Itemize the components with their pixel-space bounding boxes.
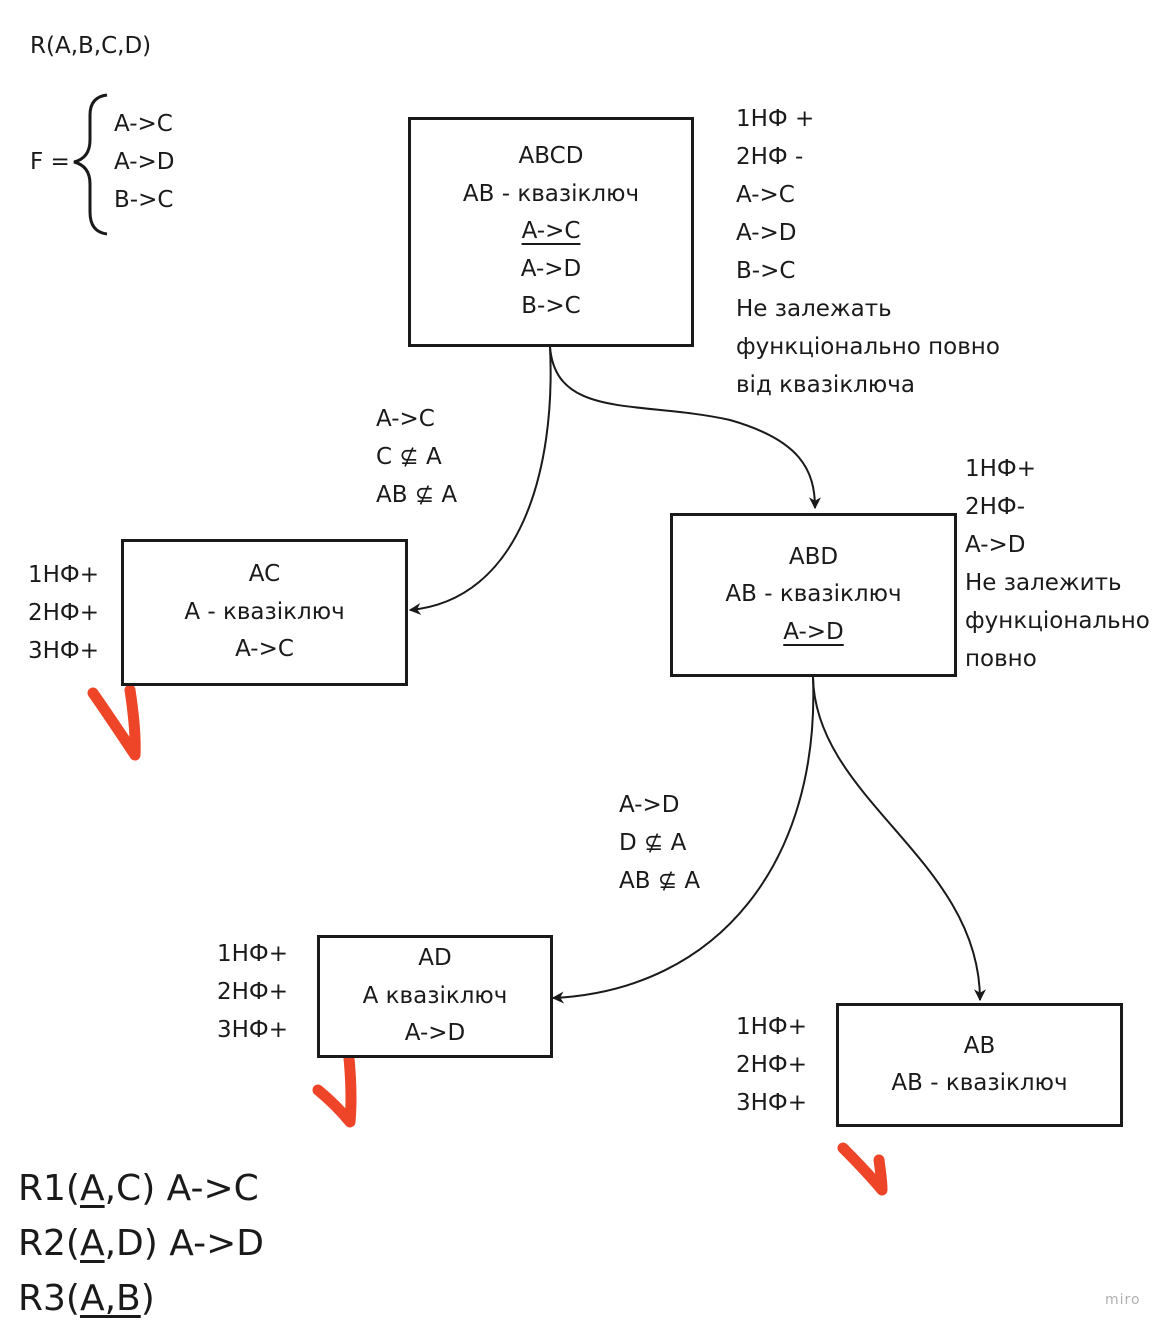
ab-normal-forms: 1НФ+ 2НФ+ 3НФ+ [736,1008,807,1122]
box-ac: AC A - квазіключ A->C [121,539,408,686]
result-key: A [79,1168,105,1209]
note-line: A->D [736,220,797,246]
check-icon [87,684,141,761]
box-title: AC [248,561,281,588]
check-icon [837,1142,888,1196]
note-line: C ⊈ A [376,444,442,470]
note-line: 1НФ+ [28,562,99,588]
ad-normal-forms: 1НФ+ 2НФ+ 3НФ+ [217,935,288,1049]
note-line: 3НФ+ [217,1017,288,1043]
result-suffix: ,D) A->D [104,1223,264,1264]
result-key: A,B [79,1278,141,1319]
note-line: Не залежать [736,296,892,322]
box-abd: ABD AB - квазіключ A->D [670,513,957,677]
box-dependency: A->D [520,255,582,282]
note-line: 1НФ+ [736,1014,807,1040]
arrow-abd-to-ab [812,676,986,1002]
f-label: F = [30,149,70,175]
note-line: 1НФ+ [965,456,1036,482]
result-prefix: R2( [18,1223,80,1264]
note-line: A->D [965,532,1026,558]
check-icon [312,1052,357,1128]
box-key: A квазіключ [362,982,508,1009]
note-line: 3НФ+ [28,638,99,664]
box-key: AB - квазіключ [462,180,640,207]
box-dependency: A->D [404,1020,466,1047]
note-line: 2НФ+ [736,1052,807,1078]
brace-icon [73,93,108,236]
note-line: 2НФ - [736,144,804,170]
note-line: 2НФ+ [217,979,288,1005]
result-prefix: R1( [18,1168,80,1209]
box-dependency: A->D [783,618,844,645]
box-key: AB - квазіключ [725,581,902,608]
result-r3: R3(A,B) [18,1272,155,1326]
note-line: A->C [736,182,795,208]
note-line: від квазіключа [736,372,915,398]
note-line: B->C [736,258,796,284]
note-line: функціонально повно [736,334,1000,360]
result-r2: R2(A,D) A->D [18,1217,264,1271]
arrow-abcd-to-abd [549,346,821,510]
note-line: A->D [619,792,680,818]
arrow-abcd-to-ac [408,346,552,615]
note-line: повно [965,646,1037,672]
result-key: A [79,1223,105,1264]
box-title: AB [963,1032,996,1059]
abd-analysis-notes: 1НФ+ 2НФ- A->D Не залежить функціонально повн… [965,450,1150,678]
box-title: ABD [788,543,839,570]
note-line: AB ⊈ A [619,868,701,894]
note-line: функціонально [965,608,1150,634]
f-dependency: B->C [114,187,174,213]
box-key: A - квазіключ [184,598,345,625]
result-suffix: ,C) A->C [104,1168,259,1209]
abcd-analysis-notes: 1НФ + 2НФ - A->C A->D B->C Не залежать функціо… [736,100,1000,404]
split-2-notes: A->D D ⊈ A AB ⊈ A [619,786,700,900]
box-title: AD [418,945,452,972]
note-line: A->C [376,406,435,432]
f-dependency-list: A->C A->D B->C [114,105,175,219]
note-line: 3НФ+ [736,1090,807,1116]
ac-normal-forms: 1НФ+ 2НФ+ 3НФ+ [28,556,99,670]
note-line: AB ⊈ A [376,482,458,508]
f-dependency: A->C [114,111,173,137]
box-dependency: B->C [521,293,581,320]
box-title: ABCD [518,143,584,170]
box-dependency: A->C [521,218,581,245]
note-line: D ⊈ A [619,830,687,856]
note-line: Не залежить [965,570,1122,596]
result-suffix: ) [140,1278,155,1319]
box-ab: AB AB - квазіключ [836,1003,1123,1127]
miro-watermark: miro [1105,1292,1141,1308]
note-line: 2НФ+ [28,600,99,626]
box-ad: AD A квазіключ A->D [317,935,553,1058]
relation-title: R(A,B,C,D) [30,33,152,59]
note-line: 2НФ- [965,494,1026,520]
box-key: AB - квазіключ [891,1070,1068,1096]
box-abcd: ABCD AB - квазіключ A->C A->D B->C [408,117,694,347]
result-prefix: R3( [18,1278,80,1319]
note-line: 1НФ+ [217,941,288,967]
f-dependency: A->D [114,149,175,175]
arrow-abd-to-ad [551,676,815,1004]
note-line: 1НФ + [736,106,815,132]
box-dependency: A->C [235,636,294,663]
result-r1: R1(A,C) A->C [18,1162,259,1216]
split-1-notes: A->C C ⊈ A AB ⊈ A [376,400,457,514]
